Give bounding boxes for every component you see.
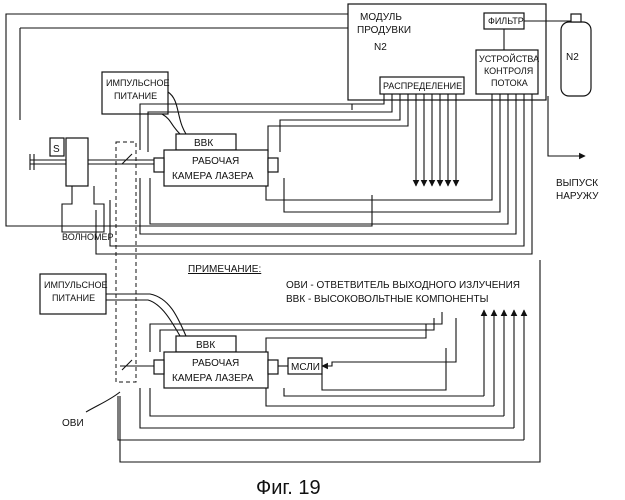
filter-label: ФИЛЬТР bbox=[488, 16, 524, 26]
ovi-label: ОВИ bbox=[62, 418, 84, 429]
exhaust-label-1: ВЫПУСК bbox=[556, 178, 598, 189]
wavemeter-label: ВОЛНОМЕР bbox=[62, 232, 114, 242]
shutter-label: S bbox=[53, 144, 60, 155]
note-line-2: ВВК - ВЫСОКОВОЛЬТНЫЕ КОМПОНЕНТЫ bbox=[286, 294, 489, 305]
chamber-top-label-1: РАБОЧАЯ bbox=[192, 156, 239, 167]
chamber-bottom-label-2: КАМЕРА ЛАЗЕРА bbox=[172, 373, 254, 384]
hv-top-label: ВВК bbox=[194, 138, 213, 149]
n2-tank-label: N2 bbox=[566, 52, 579, 63]
note-line-1: ОВИ - ОТВЕТВИТЕЛЬ ВЫХОДНОГО ИЗЛУЧЕНИЯ bbox=[286, 280, 520, 291]
figure-caption: Фиг. 19 bbox=[256, 477, 321, 499]
mcli-label: МСЛИ bbox=[291, 362, 320, 373]
purge-module-label-1: МОДУЛЬ bbox=[360, 12, 402, 23]
pulse-power-bottom-label-1: ИМПУЛЬСНОЕ bbox=[44, 280, 107, 290]
flow-control-label-3: ПОТОКА bbox=[491, 78, 528, 88]
purge-module-label-3: N2 bbox=[374, 42, 387, 53]
hv-bottom-label: ВВК bbox=[196, 340, 215, 351]
distribution-label: РАСПРЕДЕЛЕНИЕ bbox=[383, 81, 462, 91]
exhaust-label-2: НАРУЖУ bbox=[556, 191, 599, 202]
pulse-power-top-label-2: ПИТАНИЕ bbox=[114, 91, 157, 101]
n2-tank-valve bbox=[571, 14, 581, 22]
pulse-power-bottom-label-2: ПИТАНИЕ bbox=[52, 293, 95, 303]
chamber-top-label-2: КАМЕРА ЛАЗЕРА bbox=[172, 171, 254, 182]
pulse-power-top-label-1: ИМПУЛЬСНОЕ bbox=[106, 78, 169, 88]
note-title: ПРИМЕЧАНИЕ: bbox=[188, 264, 261, 275]
chamber-bottom-label-1: РАБОЧАЯ bbox=[192, 358, 239, 369]
ovi-dashed-zone bbox=[116, 142, 136, 382]
purge-module-label-2: ПРОДУВКИ bbox=[357, 25, 411, 36]
flow-control-label-2: КОНТРОЛЯ bbox=[484, 66, 533, 76]
flow-control-label-1: УСТРОЙСТВА bbox=[479, 53, 539, 64]
